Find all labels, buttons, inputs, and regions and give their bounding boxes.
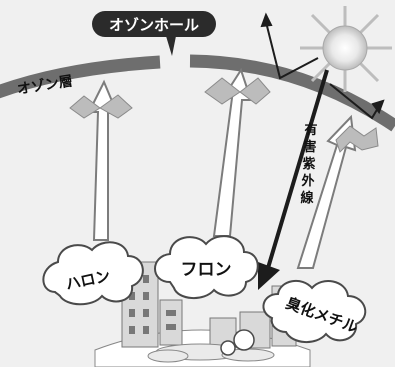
sun-icon xyxy=(300,6,392,92)
harmful-uv-arrow xyxy=(258,69,329,290)
freon-label: フロン xyxy=(181,260,232,280)
ozone-hole-callout xyxy=(92,11,216,56)
methyl-bromide-cloud xyxy=(262,279,367,343)
ozone-damage-burst xyxy=(69,77,379,153)
harmful-uv-char-4: 外 xyxy=(300,173,314,189)
ozone-hole-label: オゾンホール xyxy=(109,16,199,34)
freon-cloud xyxy=(154,235,259,299)
gas-arrows xyxy=(87,67,357,269)
ozone-layer xyxy=(0,54,395,132)
cloud-icon xyxy=(42,235,367,343)
harmful-uv-char-1: 有 xyxy=(304,122,317,138)
cloud-puffs xyxy=(220,329,255,356)
harmful-uv-char-3: 紫 xyxy=(302,156,315,172)
harmful-uv-char-2: 害 xyxy=(303,139,316,155)
reflected-ray-icon xyxy=(260,12,385,120)
harmful-uv-label: 有 害 紫 外 線 xyxy=(300,122,317,206)
harmful-uv-char-5: 線 xyxy=(300,190,314,206)
halon-cloud xyxy=(42,241,144,306)
